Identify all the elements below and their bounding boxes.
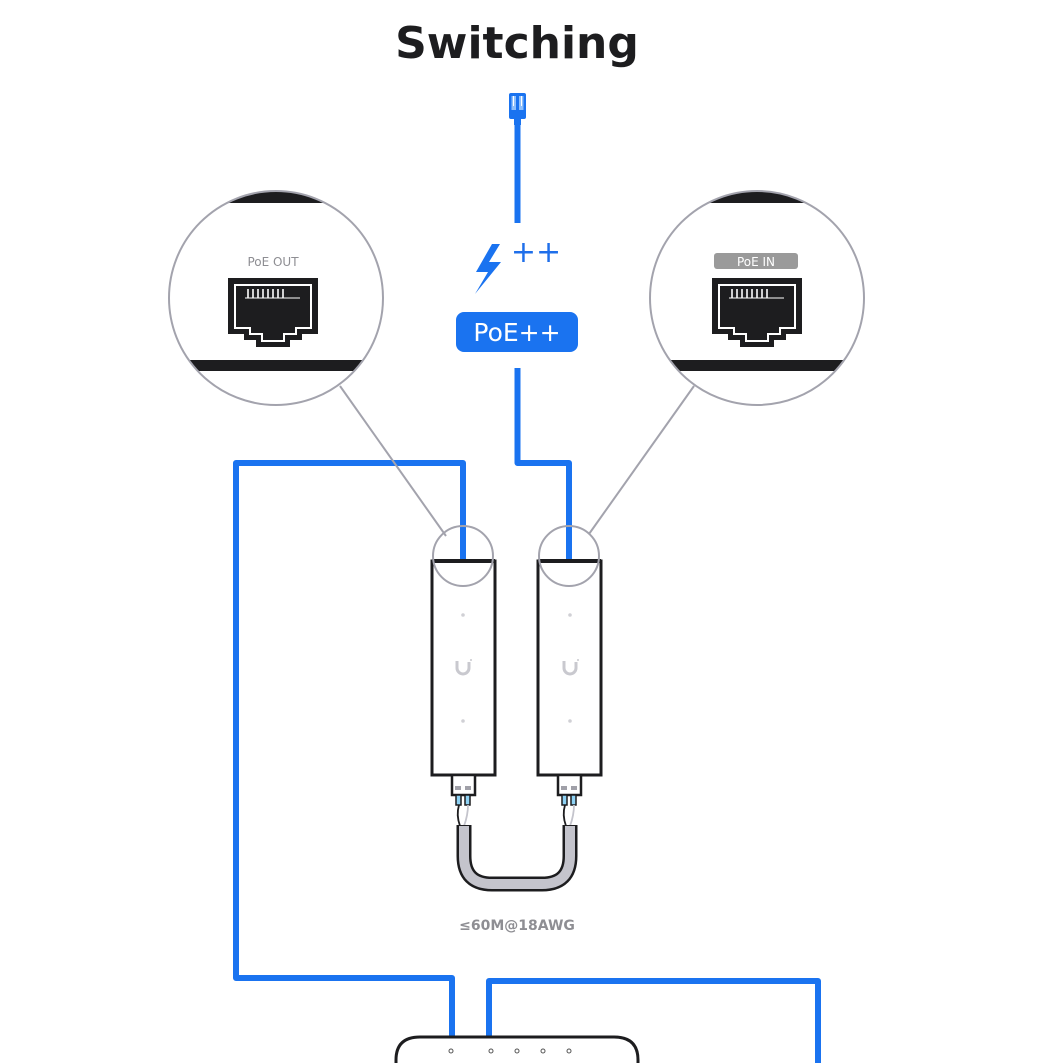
device-poe-out bbox=[430, 559, 497, 806]
switch-led bbox=[448, 1048, 454, 1054]
coupler-cable bbox=[456, 825, 578, 892]
cable-spec-label: ≤60M@18AWG bbox=[459, 918, 575, 934]
coupler-wires bbox=[456, 804, 575, 827]
page-title: Switching bbox=[395, 18, 639, 69]
callout-line-right bbox=[588, 385, 695, 535]
poe-in-label: PoE IN bbox=[737, 255, 775, 269]
switch-led bbox=[488, 1048, 494, 1054]
poe-out-cable bbox=[233, 460, 466, 1040]
device-poe-in bbox=[536, 559, 603, 806]
lightning-bolt-icon bbox=[475, 244, 501, 294]
switch-device bbox=[394, 1035, 640, 1063]
ubiquiti-logo-icon bbox=[455, 659, 472, 676]
poe-in-zoom: PoE IN bbox=[649, 190, 865, 406]
switch-led bbox=[514, 1048, 520, 1054]
callout-line-left bbox=[339, 385, 447, 537]
poe-badge: PoE++ bbox=[456, 312, 578, 352]
poe-badge-label: PoE++ bbox=[473, 318, 560, 347]
switch-led bbox=[566, 1048, 572, 1054]
rj45-port-icon bbox=[712, 278, 802, 347]
rj45-port-icon bbox=[228, 278, 318, 347]
rj45-plug-icon bbox=[509, 93, 526, 125]
power-superscript: ++ bbox=[511, 235, 561, 270]
poe-in-tag bbox=[714, 253, 798, 269]
ubiquiti-logo-icon bbox=[562, 659, 579, 676]
switch-cable-right bbox=[486, 978, 821, 1063]
poe-out-zoom: PoE OUT bbox=[168, 190, 384, 406]
poe-cable-to-poe-in bbox=[514, 368, 572, 562]
device-left-port-ring bbox=[432, 525, 494, 587]
device-right-port-ring bbox=[538, 525, 600, 587]
switch-led bbox=[540, 1048, 546, 1054]
poe-out-label: PoE OUT bbox=[247, 255, 299, 269]
